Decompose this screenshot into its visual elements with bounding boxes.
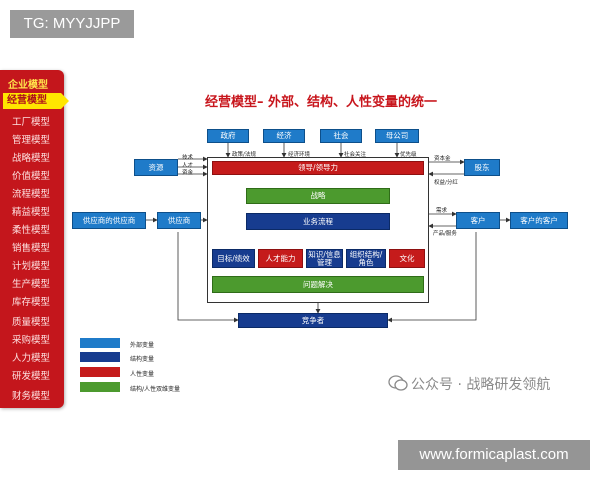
customer-of-customer-box: 客户的客户	[510, 212, 568, 229]
legend-swatch-dual	[80, 382, 120, 392]
label-capital: 资金	[182, 170, 194, 176]
sidebar-item[interactable]: 库存模型	[12, 297, 51, 308]
legend-label: 结构/人性双维变量	[130, 386, 181, 393]
sidebar-item[interactable]: 战略模型	[12, 153, 51, 164]
legend-swatch-human	[80, 367, 120, 377]
label-demand: 需求	[436, 208, 448, 214]
url-banner: www.formicaplast.com	[398, 440, 590, 470]
tg-tag: TG: MYYJJPP	[10, 10, 134, 38]
label-social-concern: 社会关注	[344, 152, 367, 158]
sidebar-item[interactable]: 质量模型	[12, 317, 51, 328]
sidebar-header: 企业模型	[8, 80, 48, 91]
label-policy: 政策/法规	[232, 152, 256, 158]
label-technology: 技术	[182, 155, 194, 161]
label-priority: 优先级	[400, 152, 417, 158]
shareholder-box: 股东	[464, 159, 500, 176]
watermark-text: 公众号 · 战略研发领航	[411, 377, 551, 393]
leadership-box: 领导/领导力	[212, 161, 424, 175]
label-talent: 人才	[182, 163, 194, 169]
sidebar-item[interactable]: 采购模型	[12, 335, 51, 346]
sidebar-item[interactable]: 计划模型	[12, 261, 51, 272]
sidebar-item[interactable]: 生产模型	[12, 279, 51, 290]
supplier-of-supplier-box: 供应商的供应商	[72, 212, 146, 229]
diagram-title: 经营模型– 外部、结构、人性变量的统一	[205, 95, 438, 110]
business-process-box: 业务流程	[246, 213, 390, 230]
wechat-icon	[388, 375, 408, 391]
resource-box: 资源	[134, 159, 178, 176]
org-structure-box: 组织结构/角色	[346, 249, 386, 268]
sidebar-item[interactable]: 柔性模型	[12, 225, 51, 236]
parent-company-box: 母公司	[375, 129, 419, 143]
culture-box: 文化	[389, 249, 425, 268]
competitor-box: 竞争者	[238, 313, 388, 328]
economy-box: 经济	[263, 129, 305, 143]
sidebar-item[interactable]: 研发模型	[12, 371, 51, 382]
label-economic-env: 经济环境	[288, 152, 311, 158]
legend-swatch-external	[80, 338, 120, 348]
legend-label: 外部变量	[130, 342, 155, 349]
legend-label: 人性变量	[130, 371, 155, 378]
strategy-box: 战略	[246, 188, 390, 204]
label-equity: 权益/分红	[434, 180, 458, 186]
sidebar-item[interactable]: 管理模型	[12, 135, 51, 146]
sidebar-item-active[interactable]: 经营模型	[3, 93, 69, 109]
sidebar-item[interactable]: 财务模型	[12, 391, 51, 402]
sidebar-item[interactable]: 流程模型	[12, 189, 51, 200]
society-box: 社会	[320, 129, 362, 143]
legend-label: 结构变量	[130, 356, 155, 363]
legend-swatch-structural	[80, 352, 120, 362]
supplier-box: 供应商	[157, 212, 201, 229]
talent-box: 人才能力	[258, 249, 303, 268]
sidebar-item[interactable]: 精益模型	[12, 207, 51, 218]
customer-box: 客户	[456, 212, 500, 229]
sidebar-item[interactable]: 人力模型	[12, 353, 51, 364]
problem-solving-box: 问题解决	[212, 276, 424, 293]
model-sidebar: 企业模型 经营模型 工厂模型 管理模型 战略模型 价值模型 流程模型 精益模型 …	[0, 70, 69, 408]
sidebar-item[interactable]: 工厂模型	[12, 117, 51, 128]
label-capital-stock: 资本金	[434, 156, 451, 162]
goals-box: 目标/绩效	[212, 249, 255, 268]
sidebar-item[interactable]: 销售模型	[12, 243, 51, 254]
knowledge-box: 知识/信息管理	[306, 249, 343, 268]
label-product-service: 产品/服务	[433, 231, 457, 237]
government-box: 政府	[207, 129, 249, 143]
sidebar-item[interactable]: 价值模型	[12, 171, 51, 182]
